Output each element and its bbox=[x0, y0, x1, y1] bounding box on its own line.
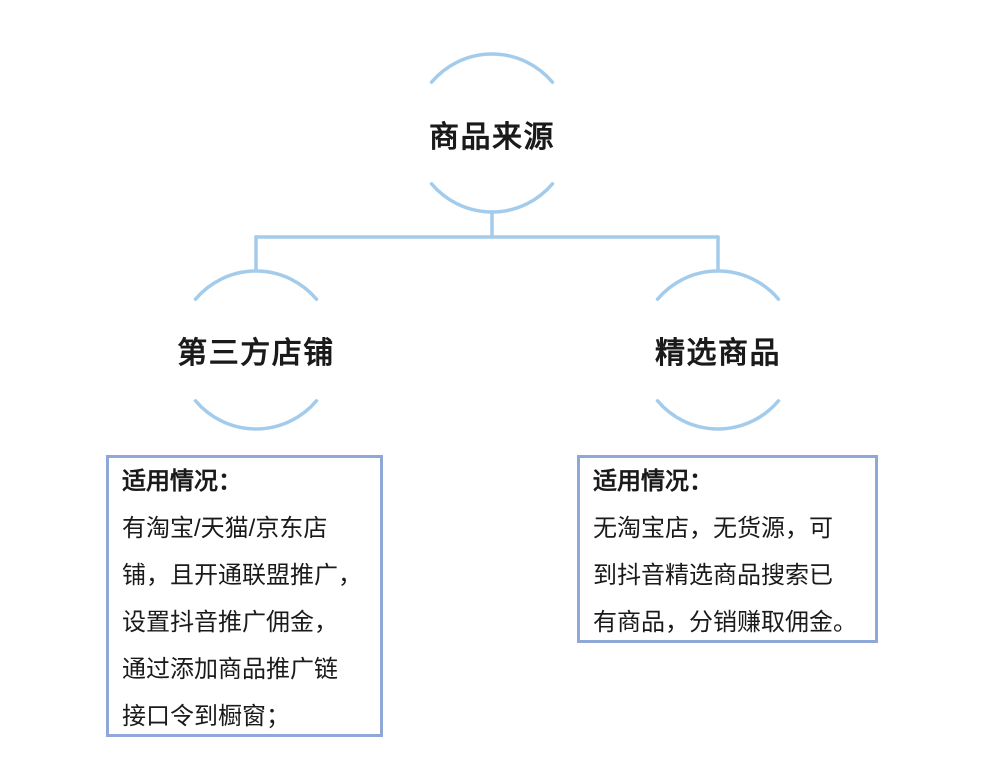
info-line: 铺，且开通联盟推广， bbox=[122, 562, 362, 589]
right-info-box-title: 适用情况： bbox=[593, 468, 713, 495]
right-info-box: 适用情况： 无淘宝店，无货源，可 到抖音精选商品搜索已 有商品，分销赚取佣金。 bbox=[577, 455, 878, 643]
root-node-top-arc bbox=[429, 52, 555, 84]
right-node-bottom-arc bbox=[655, 399, 781, 431]
info-line: 到抖音精选商品搜索已 bbox=[593, 562, 833, 589]
info-line: 接口令到橱窗； bbox=[122, 703, 290, 730]
left-node-bottom-arc bbox=[193, 399, 319, 431]
left-info-box-title: 适用情况： bbox=[122, 468, 242, 495]
left-node-label: 第三方店铺 bbox=[177, 337, 335, 370]
left-info-box: 适用情况： 有淘宝/天猫/京东店 铺，且开通联盟推广， 设置抖音推广佣金， 通过… bbox=[106, 455, 383, 737]
right-node-top-arc bbox=[655, 269, 781, 301]
info-line: 通过添加商品推广链 bbox=[122, 656, 338, 683]
info-line: 有淘宝/天猫/京东店 bbox=[122, 515, 328, 542]
root-node-bottom-arc bbox=[429, 182, 555, 214]
info-line: 设置抖音推广佣金， bbox=[122, 609, 338, 636]
info-line: 无淘宝店，无货源，可 bbox=[593, 515, 833, 542]
root-node-label: 商品来源 bbox=[429, 121, 555, 154]
right-node-label: 精选商品 bbox=[655, 337, 781, 370]
info-line: 有商品，分销赚取佣金。 bbox=[593, 609, 857, 636]
left-node-top-arc bbox=[193, 269, 319, 301]
